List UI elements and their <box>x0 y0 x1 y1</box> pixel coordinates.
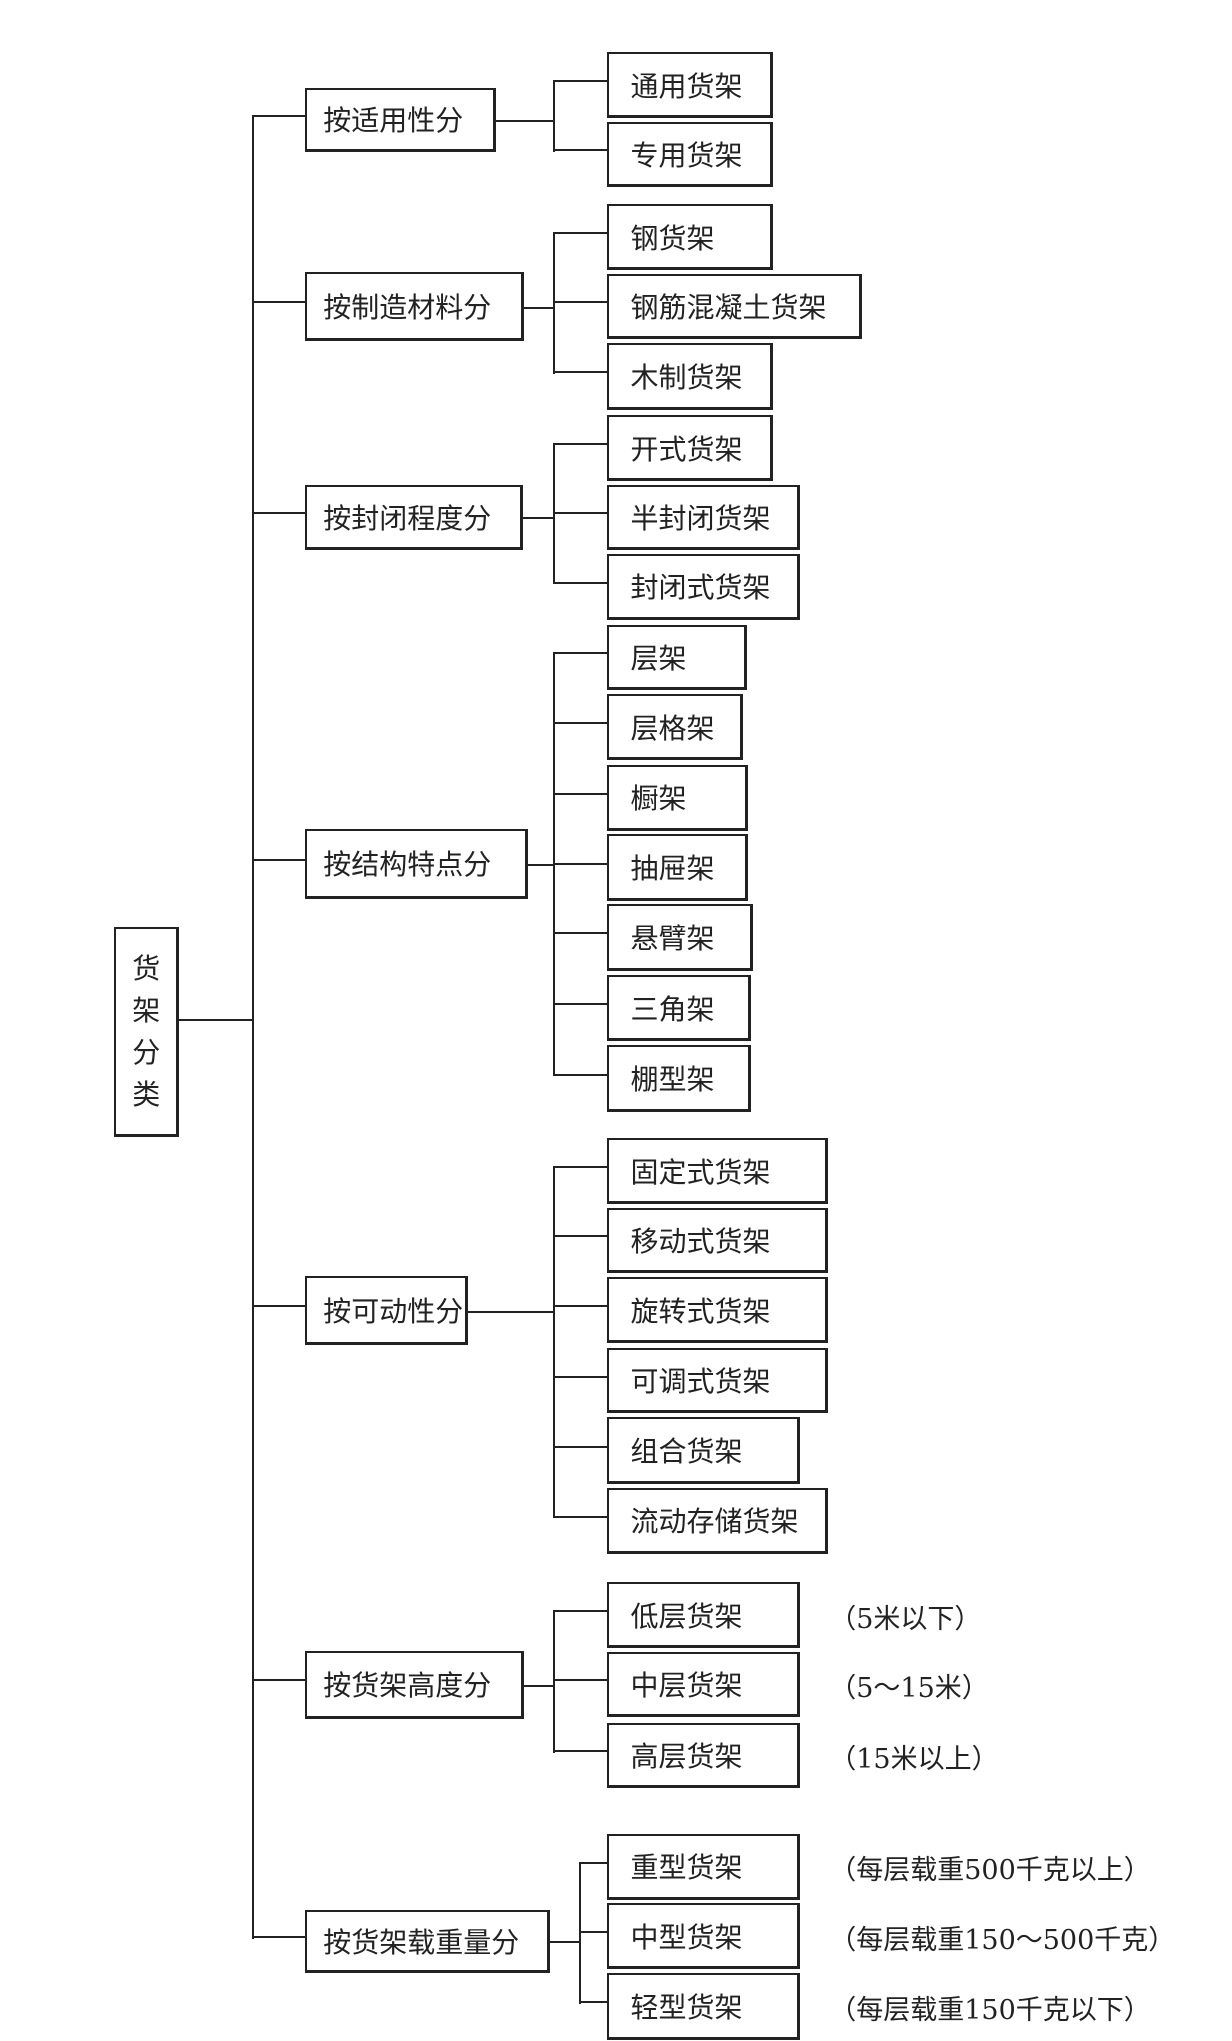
leaf-node: 可调式货架 <box>606 1347 828 1414</box>
connector-line <box>552 1165 607 1168</box>
leaf-node: 旋转式货架 <box>606 1277 828 1343</box>
leaf-note: （每层载重150千克以下） <box>829 1994 1151 2026</box>
leaf-node: 抽屉架 <box>606 834 748 902</box>
connector-line <box>467 1310 553 1313</box>
root-label-char: 架 <box>132 993 161 1027</box>
leaf-node: 通用货架 <box>606 52 773 118</box>
connector-line <box>552 301 607 304</box>
connector-line <box>552 79 607 82</box>
leaf-node: 中层货架 <box>606 1651 801 1718</box>
leaf-note: （5～15米） <box>829 1673 989 1705</box>
leaf-node: 钢筋混凝土货架 <box>606 273 862 340</box>
connector-line <box>251 512 306 515</box>
leaf-node: 移动式货架 <box>606 1207 828 1274</box>
leaf-note: （每层载重150～500千克） <box>829 1924 1176 1956</box>
connector-line <box>579 1930 607 1933</box>
leaf-node: 高层货架 <box>606 1722 801 1789</box>
connector-line <box>552 1375 607 1378</box>
category-node: 按货架高度分 <box>305 1650 524 1719</box>
leaf-node: 低层货架 <box>606 1582 801 1648</box>
leaf-note: （15米以上） <box>829 1744 999 1776</box>
leaf-node: 三角架 <box>606 974 751 1042</box>
connector-line <box>552 1679 607 1682</box>
category-node: 按可动性分 <box>305 1275 468 1346</box>
connector-line <box>524 1684 553 1687</box>
leaf-node: 木制货架 <box>606 343 773 411</box>
connector-line <box>552 1750 607 1753</box>
connector-line <box>179 1019 252 1022</box>
leaf-node: 棚型架 <box>606 1045 751 1113</box>
connector-line <box>251 1679 306 1682</box>
leaf-node: 组合货架 <box>606 1417 801 1485</box>
leaf-node: 开式货架 <box>606 415 773 481</box>
category-node: 按制造材料分 <box>305 272 524 341</box>
connector-line <box>552 1073 607 1076</box>
leaf-node: 专用货架 <box>606 121 773 188</box>
connector-line <box>552 792 607 795</box>
connector-line <box>579 1861 607 1864</box>
connector-line <box>251 1305 306 1308</box>
connector-line <box>552 1515 607 1518</box>
leaf-node: 中型货架 <box>606 1903 801 1969</box>
connector-line <box>251 1936 306 1939</box>
category-node: 按结构特点分 <box>305 829 528 899</box>
connector-line <box>552 1445 607 1448</box>
leaf-node: 层格架 <box>606 694 743 760</box>
connector-line <box>251 301 306 304</box>
leaf-node: 层架 <box>606 624 747 691</box>
connector-line <box>552 581 607 584</box>
leaf-node: 封闭式货架 <box>606 554 801 620</box>
connector-line <box>552 149 607 152</box>
connector-line <box>552 1002 607 1005</box>
connector-line <box>522 517 553 520</box>
connector-line <box>552 862 607 865</box>
connector-line <box>552 79 555 152</box>
leaf-note: （每层载重500千克以上） <box>829 1855 1151 1887</box>
connector-line <box>552 1235 607 1238</box>
connector-line <box>552 1165 555 1519</box>
category-node: 按货架载重量分 <box>305 1909 551 1973</box>
connector-line <box>251 114 306 117</box>
connector-line <box>550 1941 579 1944</box>
leaf-note: （5米以下） <box>829 1603 982 1635</box>
connector-line <box>552 231 607 234</box>
root-label-char: 类 <box>132 1077 161 1111</box>
leaf-node: 橱架 <box>606 765 748 831</box>
connector-line <box>552 1304 607 1307</box>
root-label-char: 分 <box>132 1035 161 1069</box>
root-node-shelf-classification: 货架分类 <box>113 927 180 1138</box>
root-label-char: 货 <box>132 951 161 985</box>
connector-line <box>251 114 254 1939</box>
leaf-node: 轻型货架 <box>606 1972 801 2040</box>
connector-line <box>496 119 553 122</box>
leaf-node: 流动存储货架 <box>606 1488 828 1554</box>
connector-line <box>524 306 553 309</box>
category-node: 按适用性分 <box>305 87 497 152</box>
connector-line <box>552 512 607 515</box>
leaf-node: 固定式货架 <box>606 1138 828 1204</box>
connector-line <box>552 442 607 445</box>
connector-line <box>552 932 607 935</box>
leaf-node: 钢货架 <box>606 204 773 270</box>
connector-line <box>579 2001 607 2004</box>
connector-line <box>552 721 607 724</box>
connector-line <box>552 652 607 655</box>
leaf-node: 重型货架 <box>606 1834 801 1900</box>
connector-line <box>527 863 553 866</box>
connector-line <box>251 858 306 861</box>
category-node: 按封闭程度分 <box>305 484 523 551</box>
connector-line <box>552 371 607 374</box>
connector-line <box>552 1609 607 1612</box>
leaf-node: 悬臂架 <box>606 903 754 971</box>
leaf-node: 半封闭货架 <box>606 484 801 551</box>
